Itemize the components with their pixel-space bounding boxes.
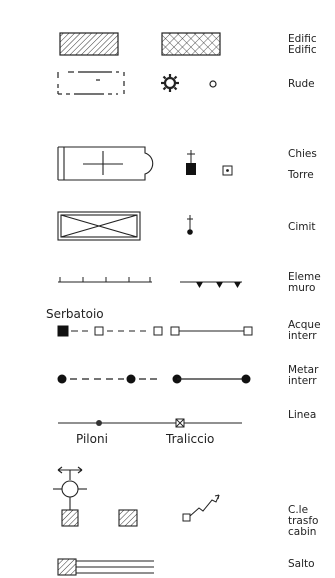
pylon-lattice-icon [175,418,185,428]
label-salto: Salto [288,558,315,570]
church-plan-symbol [57,146,154,181]
small-ruin-circle-icon [209,80,217,88]
label-cimiteri: Cimit [288,221,316,233]
wall-line-symbol [58,277,152,283]
gas-pipeline-dashed-symbol [57,374,157,384]
rudere-dashed-outline-symbol [57,71,125,95]
cemetery-symbol [57,211,141,241]
power-station-symbol [53,466,87,527]
power-line-symbol [58,418,242,428]
waterfall-symbol [57,558,154,576]
traliccio-caption: Traliccio [166,432,215,446]
edificio-crosshatched-symbol [161,32,221,56]
label-acquedotto: Acque interr [288,319,321,342]
sun-ruin-icon [161,74,179,92]
grave-cross-icon [187,215,193,235]
tower-square-icon [222,165,233,176]
label-elementi-muro: Eleme muro [288,271,321,294]
wall-triangles-symbol [180,281,242,288]
lightning-cable-icon [182,494,220,522]
label-centrale: C.le trasfo cabin [288,504,319,538]
label-ruderi: Rude [288,78,315,90]
label-linea: Linea [288,409,317,421]
aqueduct-solid-symbol [170,326,253,336]
label-metanodotto: Metar interr [288,364,319,387]
label-torri: Torre [288,169,314,181]
gas-pipeline-solid-symbol [172,374,251,384]
pylon-dot-icon [96,420,102,426]
serbatoio-caption: Serbatoio [46,307,104,321]
piloni-caption: Piloni [76,432,108,446]
aqueduct-dashed-symbol [57,325,163,337]
transformer-cabin-icon [118,509,138,527]
edificio-hatched-symbol [59,32,119,56]
church-cross-icon [186,150,196,175]
label-edifici: Edific Edific [288,33,317,56]
label-chiese: Chies [288,148,317,160]
